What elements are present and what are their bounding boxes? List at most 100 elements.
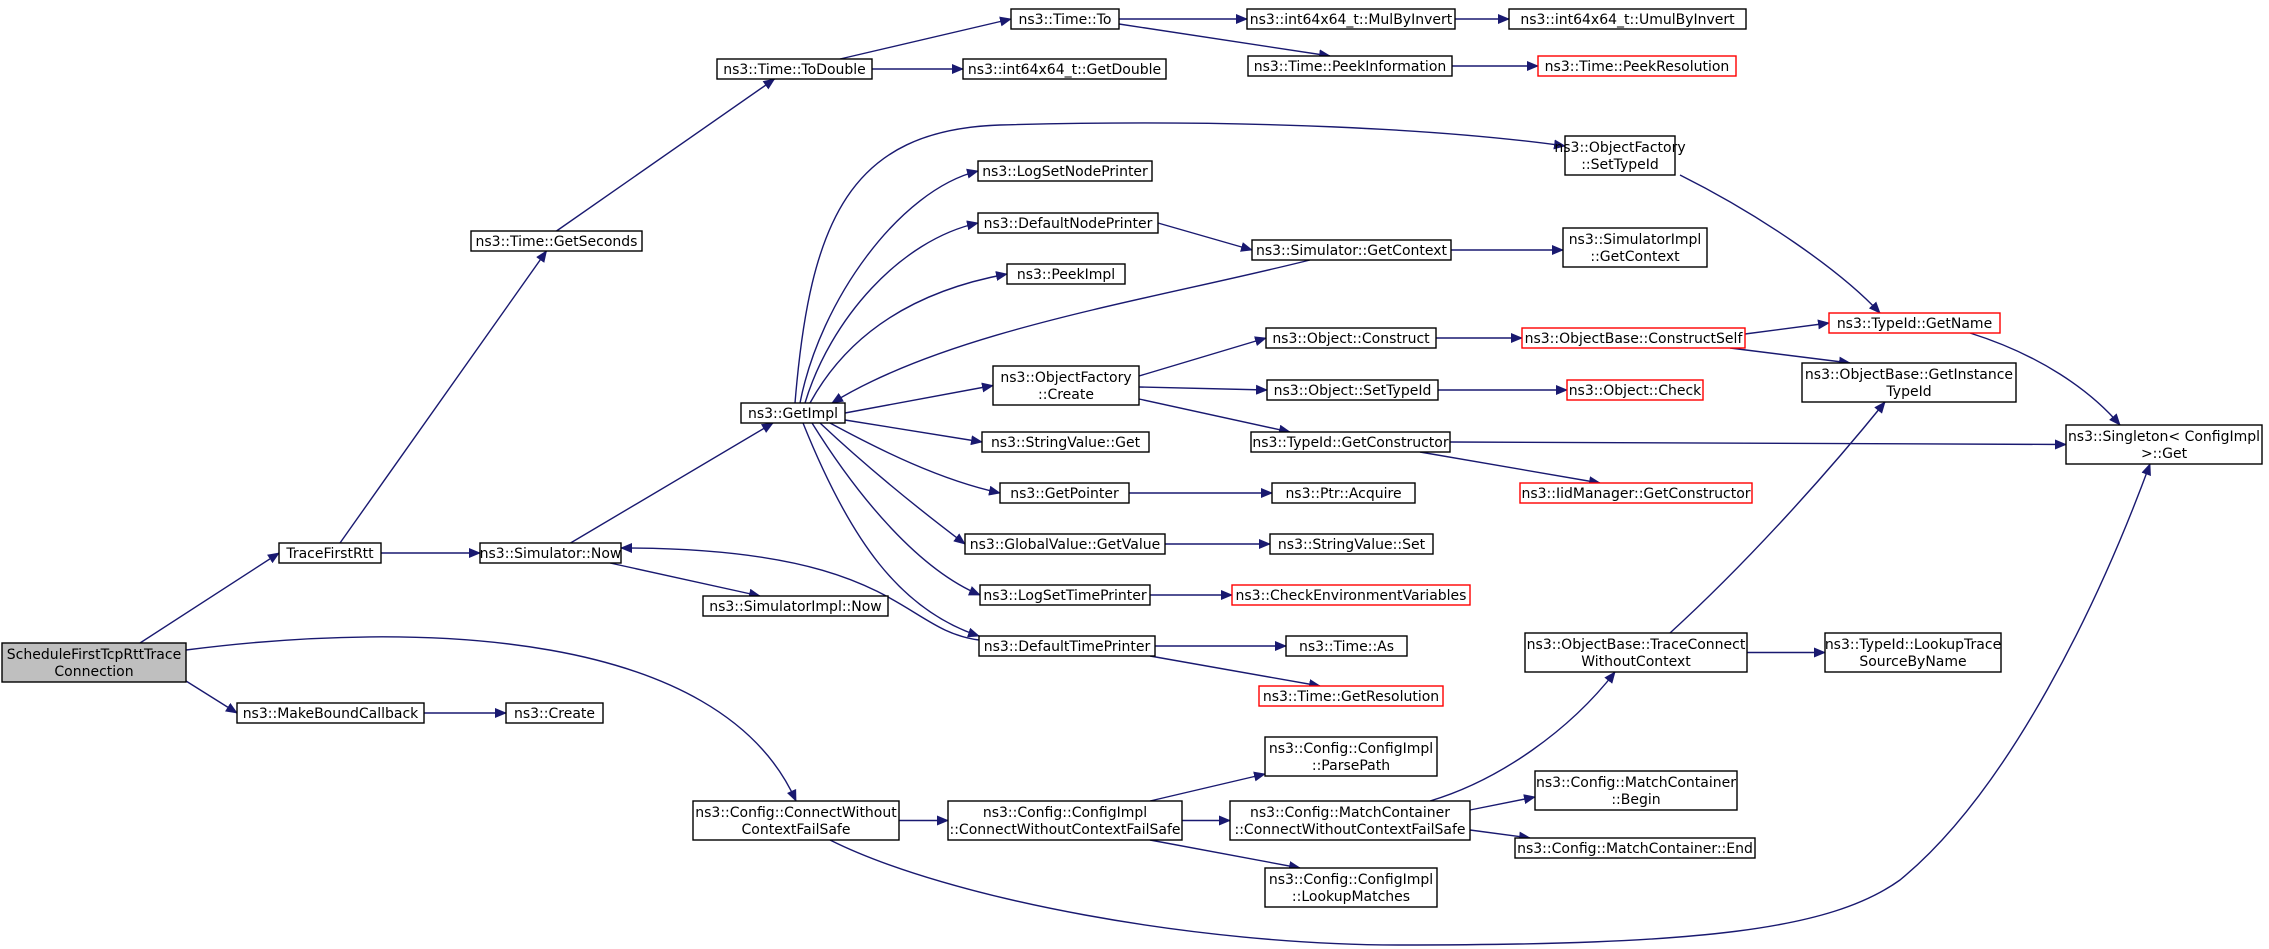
node-check-env-vars[interactable]: ns3::CheckEnvironmentVariables	[1231, 584, 1471, 606]
node-int64-get-double[interactable]: ns3::int64x64_t::GetDouble	[962, 58, 1167, 80]
node-ptr-acquire[interactable]: ns3::Ptr::Acquire	[1271, 482, 1416, 504]
edge-match-container-connect-to-match-container-begin	[1469, 794, 1536, 811]
edge-get-impl-to-global-value-get-value	[819, 422, 966, 545]
node-default-node-printer[interactable]: ns3::DefaultNodePrinter	[977, 212, 1159, 234]
node-label: ns3::ObjectBase::TraceConnect	[1527, 637, 1746, 653]
node-mul-by-invert[interactable]: ns3::int64x64_t::MulByInvert	[1246, 8, 1456, 30]
node-global-value-get-value[interactable]: ns3::GlobalValue::GetValue	[964, 533, 1166, 555]
node-box	[1258, 685, 1444, 707]
edge-type-id-get-name-to-singleton-get	[1969, 332, 2121, 426]
node-create[interactable]: ns3::Create	[505, 702, 604, 724]
node-label: ns3::PeekImpl	[1017, 267, 1115, 283]
node-peek-information[interactable]: ns3::Time::PeekInformation	[1247, 55, 1453, 77]
node-log-set-node-printer[interactable]: ns3::LogSetNodePrinter	[977, 160, 1153, 182]
node-simulator-now[interactable]: ns3::Simulator::Now	[479, 542, 622, 564]
node-trace-first-rtt[interactable]: TraceFirstRtt	[278, 542, 382, 564]
node-peek-impl[interactable]: ns3::PeekImpl	[1006, 263, 1126, 285]
node-box	[1562, 227, 1708, 268]
node-get-impl[interactable]: ns3::GetImpl	[740, 402, 846, 424]
node-label: ns3::Object::Check	[1569, 383, 1702, 399]
edge-arrow	[829, 463, 2151, 946]
node-box	[692, 800, 900, 841]
node-umul-by-invert[interactable]: ns3::int64x64_t::UmulByInvert	[1508, 8, 1747, 30]
edge-arrow	[1679, 174, 1881, 314]
edge-arrow	[1118, 23, 1331, 60]
node-config-connect[interactable]: ns3::Config::ConnectWithoutContextFailSa…	[692, 800, 900, 841]
node-label: ns3::ObjectFactory	[1554, 140, 1685, 156]
edge-get-impl-to-default-node-printer	[804, 220, 979, 404]
node-time-to-double[interactable]: ns3::Time::ToDouble	[716, 58, 873, 80]
node-singleton-get[interactable]: ns3::Singleton< ConfigImpl >::Get	[2065, 424, 2263, 465]
node-object-base-construct-self[interactable]: ns3::ObjectBase::ConstructSelf	[1521, 327, 1746, 349]
node-iid-manager-get-constructor[interactable]: ns3::IidManager::GetConstructor	[1519, 482, 1753, 504]
edge-arrow	[139, 552, 280, 644]
node-object-check[interactable]: ns3::Object::Check	[1566, 379, 1704, 401]
edge-default-time-printer-to-simulator-now	[620, 543, 980, 641]
node-object-set-type-id[interactable]: ns3::Object::SetTypeId	[1266, 379, 1439, 401]
node-type-id-get-name[interactable]: ns3::TypeId::GetName	[1828, 312, 2001, 334]
node-box	[947, 800, 1183, 841]
edge-arrow	[844, 419, 983, 446]
edge-type-id-get-constructor-to-iid-manager-get-constructor	[1419, 451, 1601, 487]
node-make-bound-callback[interactable]: ns3::MakeBoundCallback	[236, 702, 425, 724]
node-box	[979, 584, 1151, 606]
node-time-to[interactable]: ns3::Time::To	[1010, 8, 1120, 30]
edge-simulator-now-to-get-impl	[570, 422, 774, 544]
node-object-construct[interactable]: ns3::Object::Construct	[1265, 327, 1437, 349]
node-object-factory-create[interactable]: ns3::ObjectFactory::Create	[992, 365, 1140, 406]
node-box	[1266, 379, 1439, 401]
node-get-pointer[interactable]: ns3::GetPointer	[999, 482, 1130, 504]
edge-arrow	[620, 543, 980, 641]
edge-arrow	[1469, 829, 1531, 842]
node-match-container-begin[interactable]: ns3::Config::MatchContainer::Begin	[1534, 770, 1738, 811]
node-box	[978, 635, 1156, 657]
edge-root-to-config-connect	[185, 636, 797, 802]
edge-arrow	[1429, 671, 1616, 802]
node-string-value-set[interactable]: ns3::StringValue::Set	[1269, 533, 1434, 555]
node-simulator-impl-now[interactable]: ns3::SimulatorImpl::Now	[702, 595, 889, 617]
node-label: ns3::GlobalValue::GetValue	[970, 537, 1160, 553]
node-match-container-end[interactable]: ns3::Config::MatchContainer::End	[1514, 837, 1756, 859]
node-box	[1564, 135, 1676, 176]
node-label: ::ParsePath	[1312, 758, 1390, 774]
node-label: ns3::GetPointer	[1010, 486, 1119, 502]
edge-arrow	[1449, 439, 2067, 450]
node-label: >::Get	[2141, 446, 2188, 462]
node-time-get-seconds[interactable]: ns3::Time::GetSeconds	[470, 230, 643, 252]
node-match-container-connect[interactable]: ns3::Config::MatchContainer::ConnectWith…	[1229, 800, 1471, 841]
node-config-impl-parse-path[interactable]: ns3::Config::ConfigImpl::ParsePath	[1264, 736, 1438, 777]
node-box	[977, 212, 1159, 234]
edge-arrow	[609, 562, 761, 599]
node-label: WithoutContext	[1581, 654, 1691, 670]
node-box	[1824, 632, 2002, 673]
node-config-impl-connect[interactable]: ns3::Config::ConfigImpl::ConnectWithoutC…	[947, 800, 1183, 841]
node-simulator-impl-get-context[interactable]: ns3::SimulatorImpl::GetContext	[1562, 227, 1708, 268]
node-label: ns3::Singleton< ConfigImpl	[2068, 429, 2260, 445]
node-config-impl-lookup-matches[interactable]: ns3::Config::ConfigImpl::LookupMatches	[1264, 867, 1438, 908]
node-label: ns3::StringValue::Set	[1278, 537, 1426, 553]
node-object-factory-set-type-id[interactable]: ns3::ObjectFactory::SetTypeId	[1554, 135, 1686, 176]
node-time-as[interactable]: ns3::Time::As	[1285, 635, 1408, 657]
node-peek-resolution[interactable]: ns3::Time::PeekResolution	[1537, 55, 1737, 77]
edge-arrow	[804, 220, 979, 404]
edge-root-to-trace-first-rtt	[139, 552, 280, 644]
edge-default-node-printer-to-simulator-get-context	[1157, 222, 1253, 252]
node-label: ns3::Config::ConfigImpl	[1269, 741, 1433, 757]
edge-time-to-to-peek-information	[1118, 23, 1331, 60]
node-label: ns3::Ptr::Acquire	[1285, 486, 1401, 502]
edge-arrow	[1149, 771, 1266, 802]
edge-arrow	[811, 422, 981, 596]
node-trace-connect-without-context[interactable]: ns3::ObjectBase::TraceConnectWithoutCont…	[1524, 632, 1748, 673]
node-log-set-time-printer[interactable]: ns3::LogSetTimePrinter	[979, 584, 1151, 606]
node-string-value-get[interactable]: ns3::StringValue::Get	[981, 431, 1150, 453]
node-label: ns3::Time::PeekResolution	[1545, 59, 1730, 75]
node-default-time-printer[interactable]: ns3::DefaultTimePrinter	[978, 635, 1156, 657]
node-simulator-get-context[interactable]: ns3::Simulator::GetContext	[1251, 239, 1452, 261]
node-label: ::ConnectWithoutContextFailSafe	[949, 822, 1180, 838]
node-time-get-resolution[interactable]: ns3::Time::GetResolution	[1258, 685, 1444, 707]
node-type-id-get-constructor[interactable]: ns3::TypeId::GetConstructor	[1250, 431, 1451, 453]
node-label: ::GetContext	[1590, 249, 1680, 265]
